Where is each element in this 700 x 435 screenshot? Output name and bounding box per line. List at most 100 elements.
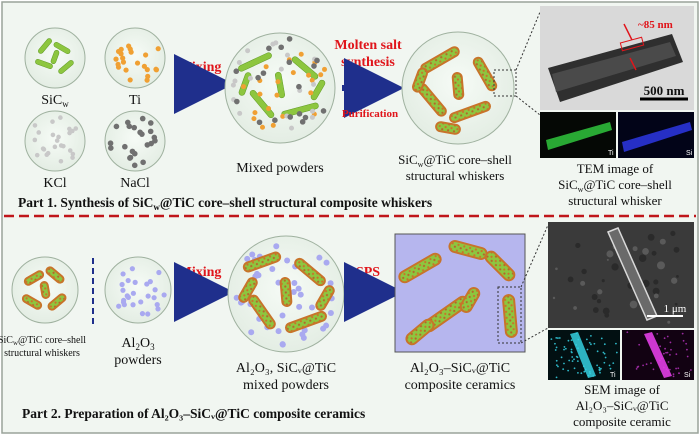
sem-grain — [629, 300, 638, 309]
tem-caption-2: SiCw@TiC core–shell — [558, 177, 672, 194]
si-signal-dot — [665, 351, 667, 354]
particle-dot — [314, 57, 320, 64]
particle-dot — [156, 269, 162, 276]
whisker-core — [419, 85, 445, 115]
tem-thickness: ~85 nm — [638, 19, 673, 31]
particle-dot — [249, 251, 256, 258]
sem-grain — [673, 246, 680, 253]
particle-dot — [318, 72, 324, 78]
particle-dot — [286, 36, 293, 42]
ti-signal-dot — [600, 337, 603, 340]
particle-dot — [126, 43, 132, 49]
sem-grain — [601, 279, 605, 283]
si-signal-dot — [685, 342, 688, 345]
mixed-powders-label: Mixed powders — [236, 161, 324, 176]
particle-dot — [148, 140, 155, 147]
tem-arrow-a — [623, 23, 633, 41]
zoom-line-1b — [515, 95, 541, 116]
p2-mixed-content — [233, 243, 335, 348]
particle-dot — [32, 123, 38, 128]
ti-signal-dot — [555, 359, 558, 362]
si-signal-dot — [635, 367, 638, 370]
particle-dot — [247, 75, 253, 81]
particle-dot — [113, 123, 120, 130]
whisker — [38, 38, 52, 54]
ti-signal-dot — [615, 351, 618, 354]
si-signal-dot — [645, 363, 648, 366]
whisker — [310, 79, 326, 101]
si-signal-dot — [669, 341, 672, 344]
si-signal-dot — [681, 332, 684, 335]
ti-signal-dot — [563, 362, 565, 365]
particle-dot — [127, 77, 133, 83]
particle-dot — [233, 68, 240, 75]
tem-ti-map-signal — [546, 122, 612, 150]
sem-ti-map-signal — [550, 332, 618, 379]
particle-dot — [251, 116, 257, 122]
ti-signal-dot — [608, 364, 611, 367]
whisker-core — [286, 312, 326, 332]
sem-grain — [597, 289, 603, 295]
particle-dot — [145, 73, 151, 79]
p2-mixed-label-2: mixed powders — [243, 378, 329, 393]
particle-dot — [284, 52, 290, 58]
core-shell-label-1: SiCw@TiC core–shell — [398, 152, 512, 169]
ti-signal-dot — [558, 337, 561, 339]
part1-group: SiCw Ti KCl NaCl Mixing Mixed powders Mo… — [18, 6, 694, 212]
particle-dot — [145, 311, 151, 317]
sem-si-map-signal — [626, 331, 692, 378]
particle-dot — [151, 134, 158, 141]
particle-dot — [44, 152, 50, 158]
particle-dot — [320, 325, 327, 332]
particle-dot — [132, 279, 138, 285]
si-signal-dot — [670, 348, 672, 351]
sem-caption-1: SEM image of — [584, 382, 660, 397]
whisker-core — [437, 123, 459, 133]
purification-label: Purification — [342, 108, 398, 120]
ti-signal-dot — [575, 355, 578, 358]
ti-signal-dot — [570, 339, 573, 342]
particle-dot — [302, 114, 309, 121]
particle-dot — [266, 45, 272, 52]
ti-signal-dot — [599, 371, 601, 374]
sem-grain — [653, 279, 659, 285]
core-shell-label-2: structural whiskers — [406, 168, 505, 183]
ti-signal-dot — [568, 359, 571, 362]
ti-signal-dot — [590, 343, 592, 346]
si-signal-dot — [642, 364, 645, 367]
core-shell-whiskers — [411, 46, 498, 135]
ti-signal-dot — [567, 339, 570, 342]
ti-signal-dot — [585, 338, 588, 341]
particle-dot — [127, 154, 134, 161]
p2-core-shell-label-1: SiCw@TiC core–shell — [0, 335, 86, 347]
particle-dot — [286, 59, 293, 66]
particle-dot — [129, 148, 136, 155]
si-signal-dot — [656, 333, 659, 335]
sem-grain — [632, 246, 638, 252]
sem-grain — [606, 258, 609, 261]
particle-dot — [252, 110, 258, 116]
sem-grain — [659, 238, 666, 245]
p2-mixed-label-1: Al₂O₃, SiCᵥ@TiC — [236, 361, 336, 376]
sem-grain — [656, 261, 665, 270]
particle-dot — [58, 158, 64, 164]
si-signal-dot — [659, 345, 662, 348]
whisker-core — [407, 320, 433, 344]
ti-signal-dot — [593, 342, 596, 345]
ti-signal-whisker — [570, 332, 596, 378]
particle-dot — [311, 81, 317, 87]
nacl-circle — [104, 110, 166, 172]
sem-grain — [567, 276, 574, 283]
particle-dot — [311, 63, 317, 69]
ti-signal-dot — [603, 361, 606, 364]
sem-grain — [592, 307, 599, 313]
particle-dot — [41, 147, 47, 152]
particle-dot — [140, 159, 146, 166]
whisker-core — [424, 297, 468, 331]
particle-dot — [161, 292, 167, 298]
particle-dot — [275, 79, 281, 85]
whisker — [58, 60, 74, 74]
particle-dot — [153, 67, 160, 73]
sem-grain — [596, 298, 602, 304]
ti-signal-dot — [554, 349, 557, 351]
